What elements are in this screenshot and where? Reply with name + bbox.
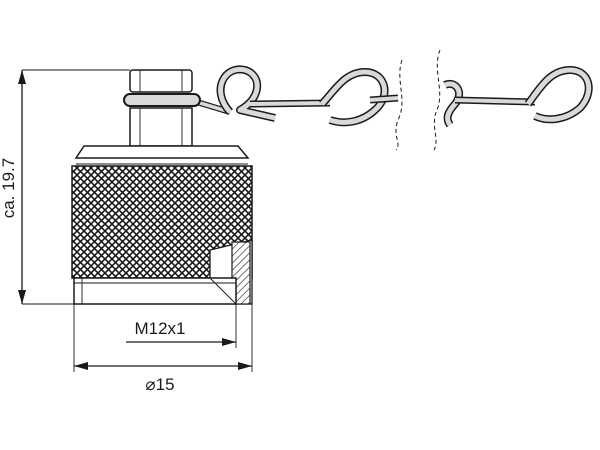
diameter-dimension: ⌀15 bbox=[74, 304, 253, 394]
height-dimension-label: ca. 19.7 bbox=[0, 158, 18, 219]
thread-dimension: M12x1 bbox=[73, 304, 237, 372]
thread-dimension-label: M12x1 bbox=[134, 319, 185, 338]
chain-ring bbox=[123, 93, 201, 107]
cap-shoulder bbox=[74, 145, 250, 159]
cap bbox=[71, 69, 253, 305]
chain bbox=[189, 49, 593, 151]
cap-knob-top bbox=[129, 69, 193, 93]
diameter-dimension-label: ⌀15 bbox=[145, 375, 174, 394]
break-line-right bbox=[433, 49, 441, 151]
cap-base bbox=[73, 277, 237, 305]
chain-segment-right bbox=[443, 66, 593, 128]
cap-neck bbox=[129, 107, 193, 147]
break-line-left bbox=[395, 59, 403, 151]
chain-segment-left bbox=[189, 65, 399, 127]
height-dimension: ca. 19.7 bbox=[0, 69, 130, 305]
